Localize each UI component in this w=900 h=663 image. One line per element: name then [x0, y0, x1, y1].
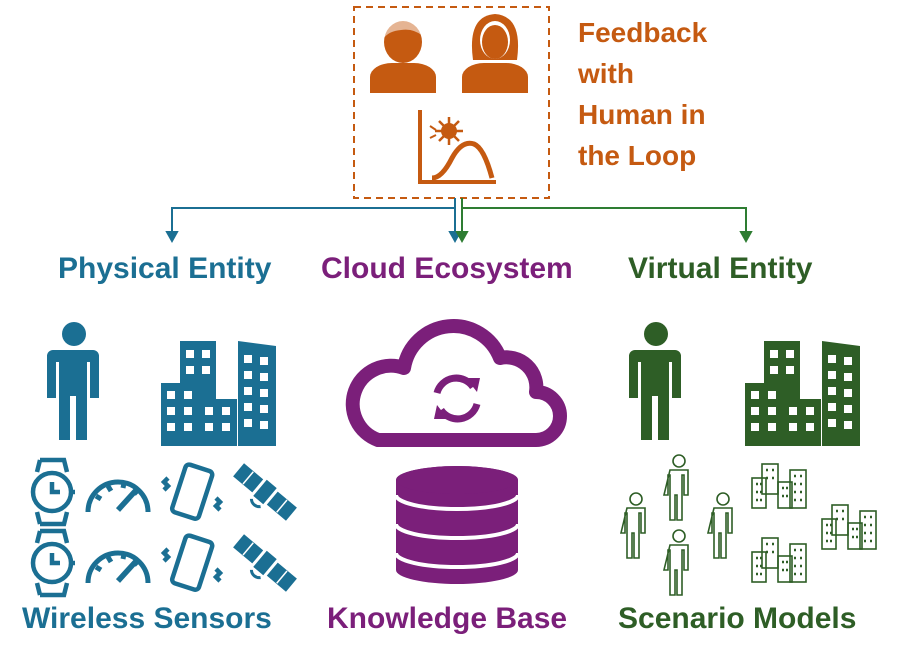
virtual-person-icon	[629, 322, 681, 440]
buildings-outline-icon	[751, 463, 877, 583]
satellite-icon	[226, 460, 299, 529]
feedback-label: Feedback with Human in the Loop	[578, 12, 707, 176]
feedback-box	[353, 6, 550, 199]
feedback-line: with	[578, 58, 634, 89]
woman-icon	[462, 14, 528, 93]
virtual-entity-title: Virtual Entity	[628, 252, 813, 285]
person-outline-icon	[663, 529, 689, 596]
watch-icon	[33, 460, 75, 524]
arrow-to-physical	[165, 198, 462, 244]
feedback-line: the Loop	[578, 140, 697, 171]
database-icon	[394, 466, 520, 584]
feedback-line: Human in	[578, 99, 706, 130]
virtual-buildings-icon	[745, 341, 860, 446]
feedback-line: Feedback	[578, 17, 708, 48]
man-icon	[370, 17, 436, 93]
gauge-icon	[88, 482, 148, 512]
knowledge-base-label: Knowledge Base	[327, 602, 568, 635]
physical-person-icon	[47, 322, 99, 440]
watch-icon	[33, 531, 75, 595]
person-outline-icon	[620, 492, 646, 559]
physical-buildings-icon	[161, 341, 276, 446]
phone-icon	[164, 535, 220, 591]
gauge-icon	[88, 553, 148, 583]
arrow-to-virtual	[455, 198, 753, 244]
cloud-sync-icon	[345, 319, 567, 447]
cloud-ecosystem-title: Cloud Ecosystem	[321, 252, 573, 285]
wireless-sensors-label: Wireless Sensors	[22, 602, 272, 635]
physical-entity-title: Physical Entity	[58, 252, 272, 285]
phone-icon	[164, 464, 220, 520]
satellite-icon	[226, 531, 299, 600]
person-outline-icon	[663, 454, 689, 521]
chart-with-virus-icon	[418, 110, 496, 184]
scenario-models-label: Scenario Models	[618, 602, 857, 635]
person-outline-icon	[707, 492, 733, 559]
